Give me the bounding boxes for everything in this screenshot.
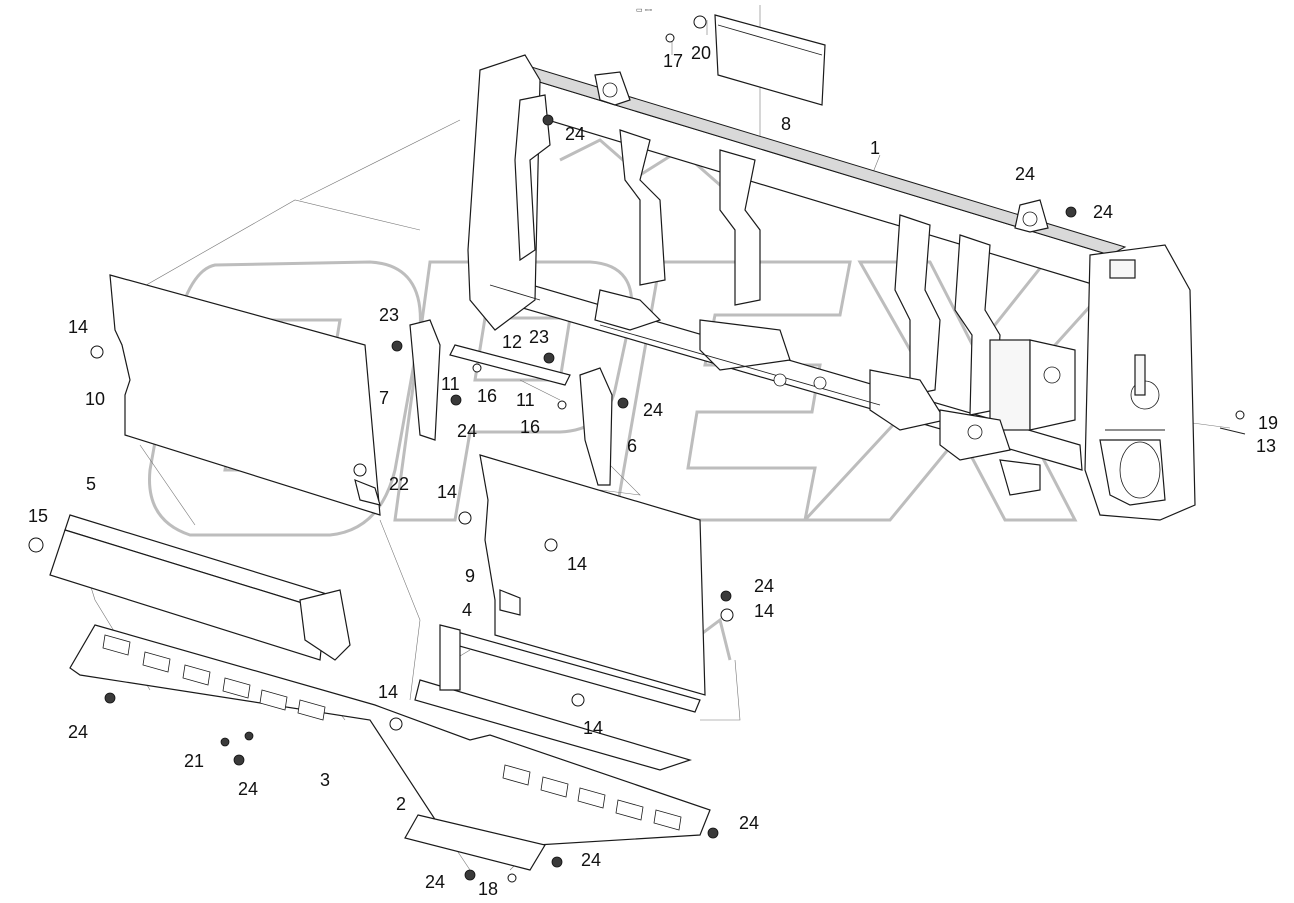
strip-part-4 bbox=[414, 624, 701, 771]
callout-14-f: 14 bbox=[378, 682, 398, 702]
bracket-part-6 bbox=[579, 367, 613, 486]
callout-11-a: 11 bbox=[441, 374, 460, 394]
corner-mark: ▭ ▫▫▫ bbox=[636, 7, 652, 14]
callout-14-e: 14 bbox=[583, 718, 603, 738]
callout-2: 2 bbox=[396, 794, 406, 814]
callout-24-f: 24 bbox=[68, 722, 88, 742]
callout-16-b: 16 bbox=[520, 417, 540, 437]
callout-24-k: 24 bbox=[1015, 164, 1035, 184]
callout-24-h: 24 bbox=[739, 813, 759, 833]
callout-24-j: 24 bbox=[425, 872, 445, 892]
callout-24-e: 24 bbox=[754, 576, 774, 596]
callout-16-a: 16 bbox=[477, 386, 497, 406]
callout-14-a: 14 bbox=[68, 317, 88, 337]
callout-4: 4 bbox=[462, 600, 472, 620]
plate-part-8 bbox=[714, 14, 826, 106]
callout-14-d: 14 bbox=[754, 601, 774, 621]
fasteners bbox=[28, 15, 1245, 883]
bracket-part-7 bbox=[409, 319, 441, 441]
callout-12: 12 bbox=[502, 332, 522, 352]
callout-23-b: 23 bbox=[529, 327, 549, 347]
bottom-plate-part-3 bbox=[69, 624, 711, 851]
callout-19: 19 bbox=[1258, 413, 1278, 433]
callout-13: 13 bbox=[1256, 436, 1276, 456]
callout-7: 7 bbox=[379, 388, 389, 408]
callout-15: 15 bbox=[28, 506, 48, 526]
callout-24-i: 24 bbox=[581, 850, 601, 870]
middle-cover-part-9 bbox=[479, 454, 706, 696]
bar-part-12 bbox=[449, 344, 571, 386]
callout-6: 6 bbox=[627, 436, 637, 456]
callout-14-c: 14 bbox=[567, 554, 587, 574]
callout-24-d: 24 bbox=[457, 421, 477, 441]
callout-8: 8 bbox=[781, 114, 791, 134]
cutouts bbox=[102, 634, 682, 831]
callout-24-g: 24 bbox=[238, 779, 258, 799]
callout-11-b: 11 bbox=[516, 390, 535, 410]
callout-9: 9 bbox=[465, 566, 475, 586]
callout-5: 5 bbox=[86, 474, 96, 494]
strip-part-5 bbox=[49, 514, 351, 661]
callout-24-b: 24 bbox=[1093, 202, 1113, 222]
callout-20: 20 bbox=[691, 43, 711, 63]
callout-23-a: 23 bbox=[379, 305, 399, 325]
callout-3: 3 bbox=[320, 770, 330, 790]
callouts: 1 2 3 4 5 6 7 8 9 10 11 11 12 13 14 14 1… bbox=[28, 43, 1278, 899]
main-frame-part-1 bbox=[467, 54, 1196, 521]
callout-21: 21 bbox=[184, 751, 204, 771]
callout-24-c: 24 bbox=[643, 400, 663, 420]
callout-18: 18 bbox=[478, 879, 498, 899]
pin-part-13 bbox=[1219, 427, 1246, 435]
callout-1: 1 bbox=[870, 138, 880, 158]
callout-22: 22 bbox=[389, 474, 409, 494]
callout-10: 10 bbox=[85, 389, 105, 409]
side-cover-part-10 bbox=[109, 274, 381, 516]
callout-24-a: 24 bbox=[565, 124, 585, 144]
small-plate-part-2 bbox=[404, 814, 546, 871]
callout-14-b: 14 bbox=[437, 482, 457, 502]
callout-17: 17 bbox=[663, 51, 683, 71]
